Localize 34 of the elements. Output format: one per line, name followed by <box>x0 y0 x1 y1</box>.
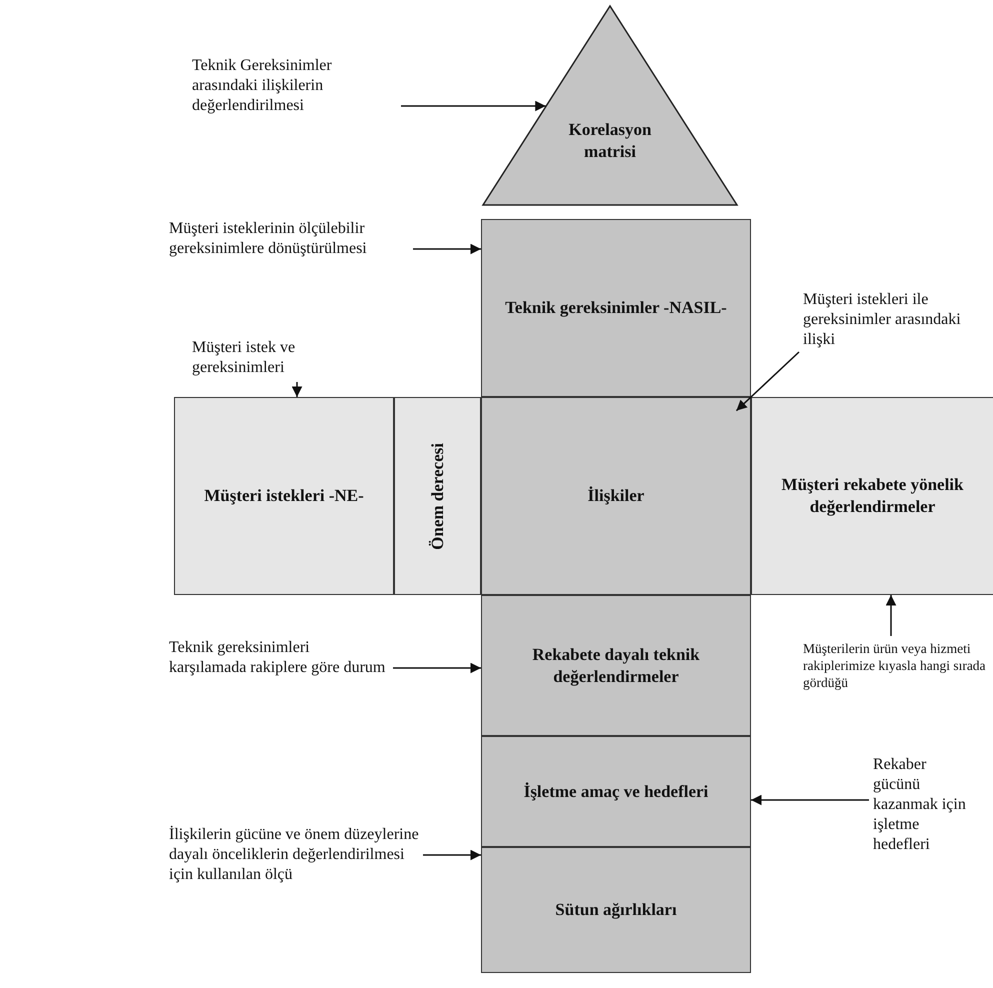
arrow <box>736 351 800 412</box>
annotation-text: Teknik Gereksinimler arasındaki ilişkilerin değerlendirilmesi <box>192 56 397 116</box>
section-label: İşletme amaç ve hedefleri <box>524 780 708 802</box>
arrow <box>886 595 896 636</box>
annotation-text: Teknik gereksinimleri karşılamada rakiplere göre durum <box>169 638 389 678</box>
annotation-text: Müşteri istekleri ile gereksinimler arasındaki ilişki <box>803 290 983 350</box>
house-section <box>481 847 751 973</box>
section-label: Müşteri istekleri -NE- <box>204 485 364 507</box>
section-label: Korelasyon matrisi <box>568 118 652 162</box>
section-label: İlişkiler <box>588 485 644 507</box>
arrow <box>292 382 302 397</box>
house-section <box>481 397 751 595</box>
annotation-text: Rekaber gücünü kazanmak için işletme hedefleri <box>873 755 968 855</box>
house-section <box>174 397 394 595</box>
arrow <box>393 662 481 674</box>
section-label: Önem derecesi <box>426 442 448 550</box>
annotation-text: Müşteri istek ve gereksinimleri <box>192 338 362 378</box>
house-section <box>394 397 481 595</box>
section-label: Sütun ağırlıkları <box>555 899 677 921</box>
annotation-text: İlişkilerin gücüne ve önem düzeylerine dayalı önceliklerin değerlendirilmesi için kullanılan ölçü <box>169 825 419 885</box>
annotation-text: Müşterilerin ürün veya hizmeti rakiplerimize kıyasla hangi sırada gördüğü <box>803 640 991 691</box>
house-section <box>481 595 751 736</box>
arrow <box>423 850 481 860</box>
section-label: Müşteri rekabete yönelik değerlendirmeler <box>780 474 964 518</box>
arrow <box>751 794 869 806</box>
house-section <box>751 397 993 595</box>
house-section <box>481 219 751 397</box>
arrow <box>401 100 546 112</box>
house-section <box>481 736 751 847</box>
arrow <box>413 244 481 254</box>
section-label: Teknik gereksinimler -NASIL- <box>505 297 727 319</box>
roof-triangle <box>482 5 738 206</box>
section-label: Rekabete dayalı teknik değerlendirmeler <box>531 644 701 688</box>
annotation-text: Müşteri isteklerinin ölçülebilir gereksinimlere dönüştürülmesi <box>169 219 409 259</box>
